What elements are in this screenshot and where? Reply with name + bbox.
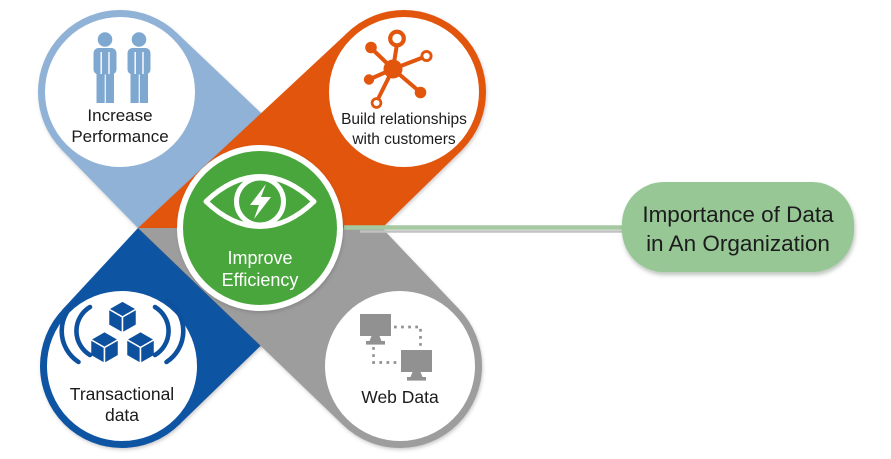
circle-build-relationships [322, 10, 486, 174]
label-build-relationships: Build relationships [341, 111, 467, 128]
callout: Importance of Data in An Organization [622, 182, 854, 272]
label-performance: Performance [71, 127, 168, 146]
callout-line-1: Importance of Data [642, 202, 834, 227]
people-icon [93, 32, 151, 103]
callout-pill [622, 182, 854, 272]
label-efficiency: Efficiency [222, 270, 299, 290]
label-transactional: Transactional [70, 384, 174, 404]
pin-improve-efficiency: Improve Efficiency [177, 145, 343, 311]
callout-line-2: in An Organization [646, 231, 830, 256]
circle-transactional-data [40, 284, 204, 448]
label-increase: Increase [87, 106, 152, 125]
eye-lightning-icon [203, 174, 317, 229]
label-data: data [105, 405, 139, 425]
networked-computers-icon [360, 314, 432, 381]
label-with-customers: with customers [351, 131, 456, 148]
label-improve: Improve [227, 248, 292, 268]
circle-web-data [318, 284, 482, 448]
label-web-data: Web Data [361, 387, 439, 407]
cubes-broadcast-icon [59, 297, 186, 365]
network-nodes-icon [363, 29, 433, 109]
circle-increase-performance [38, 10, 202, 174]
